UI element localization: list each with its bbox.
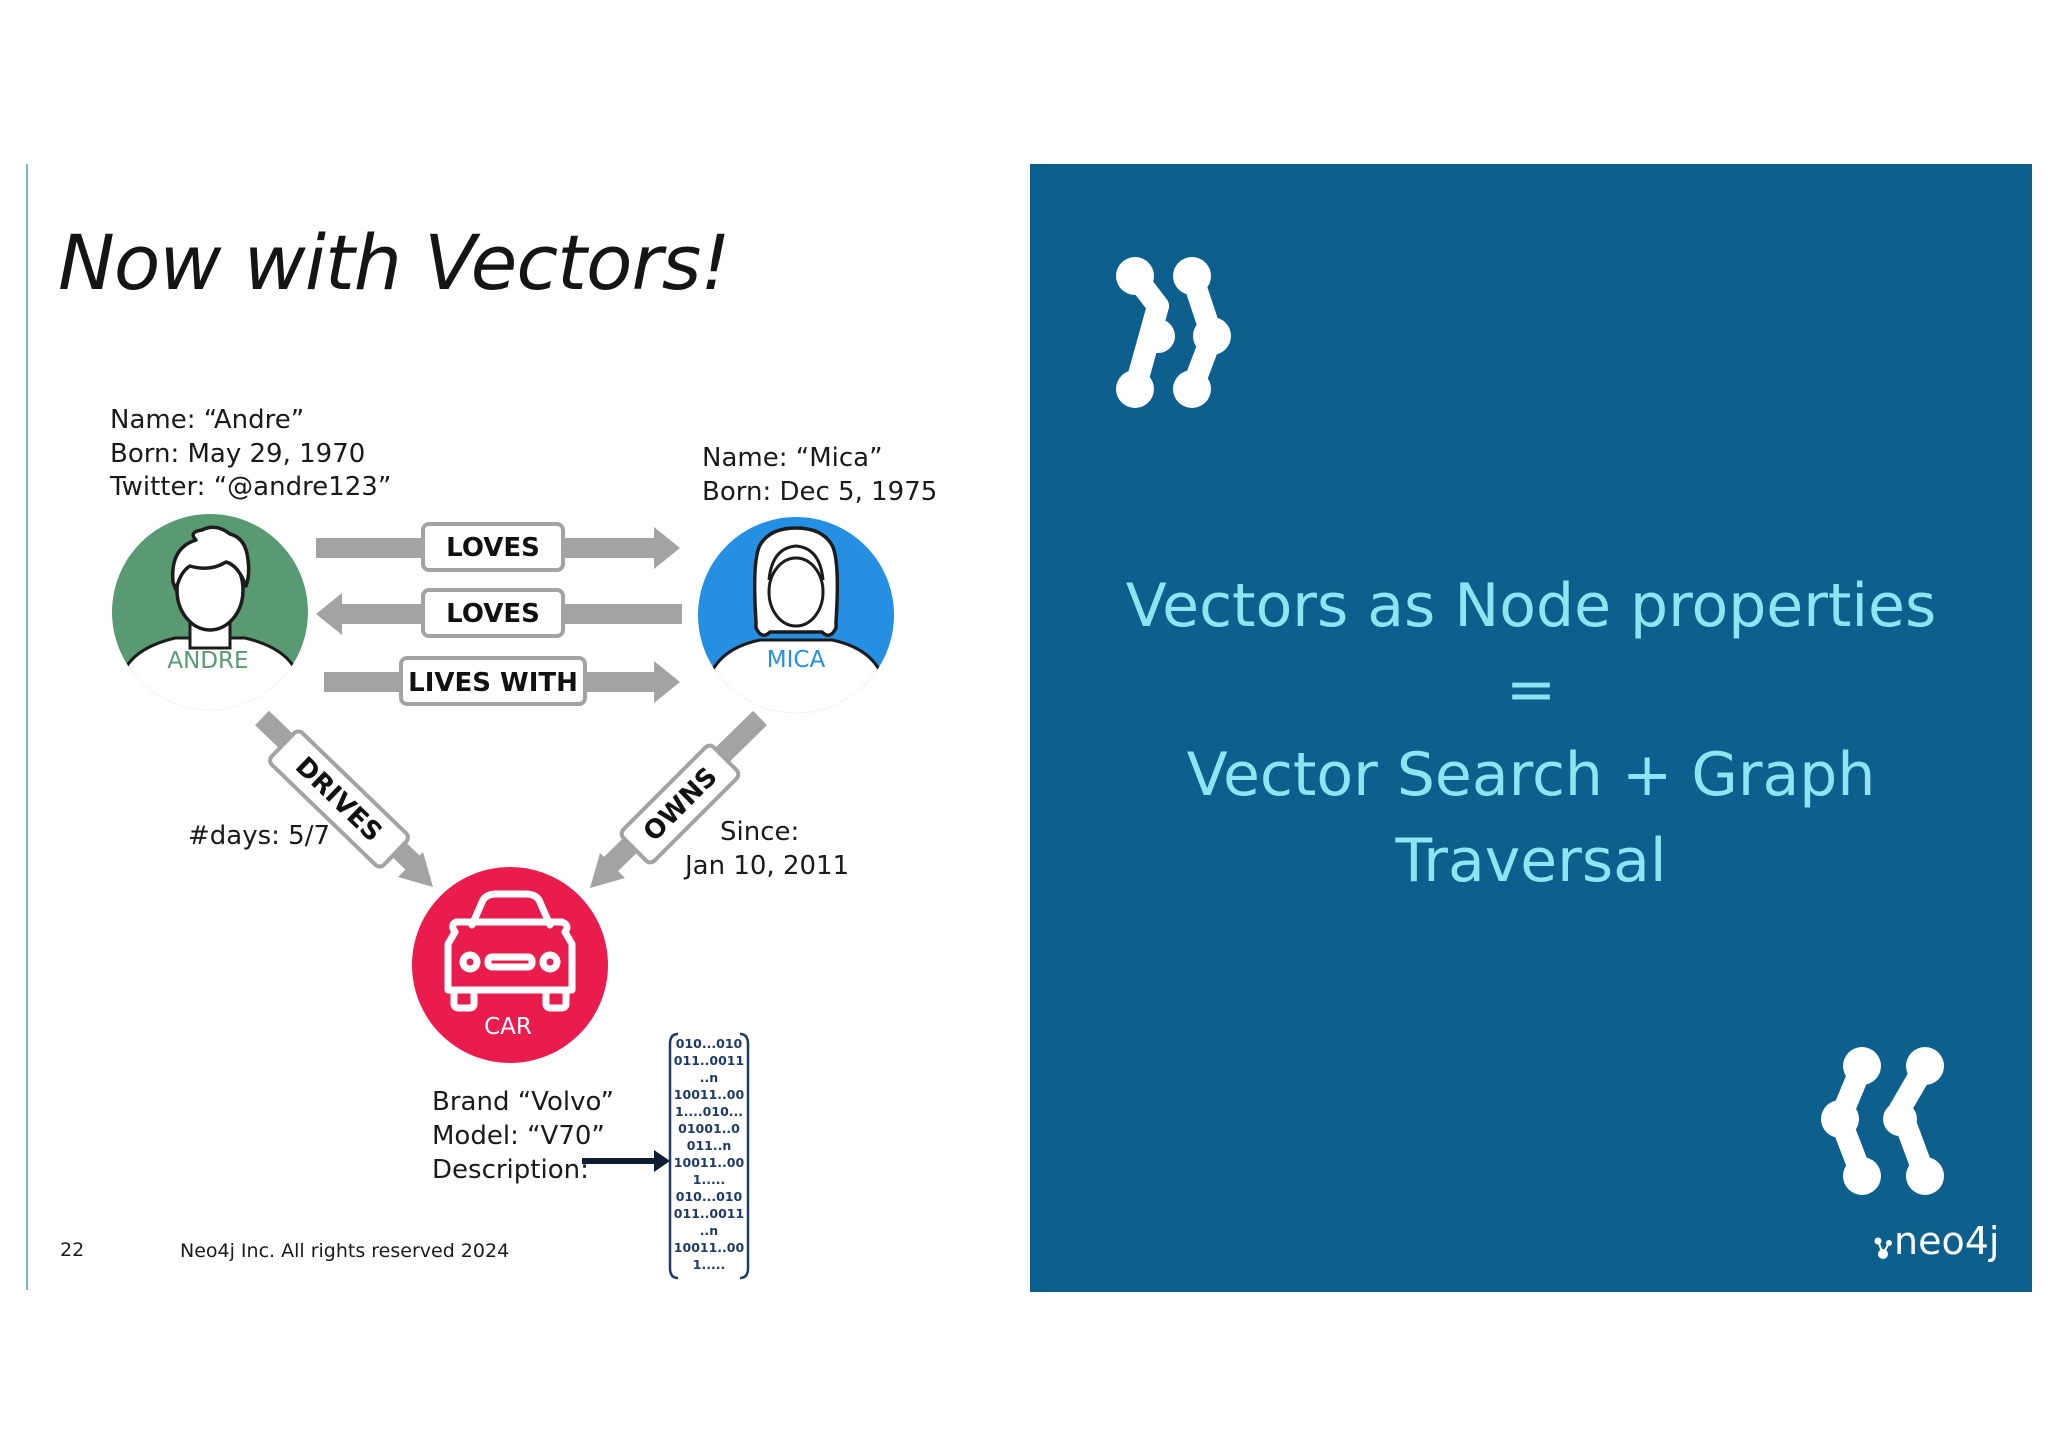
vector-value: ..n — [700, 1070, 718, 1085]
page-number: 22 — [60, 1239, 84, 1261]
car-icon — [444, 890, 576, 1012]
neo4j-wordmark: neo4j — [1894, 1219, 1999, 1263]
panel-message: Vectors as Node properties = Vector Sear… — [1030, 564, 2032, 904]
node-andre: ANDRE — [112, 514, 308, 710]
car-prop-brand: Brand “Volvo” — [432, 1087, 614, 1117]
rel-owns-box — [619, 743, 741, 865]
rel-lives-with-arrowhead — [654, 661, 680, 703]
panel-decoration: neo4j — [1116, 257, 1999, 1263]
neo4j-logo: neo4j — [1874, 1219, 1999, 1263]
vector-value: 1..... — [693, 1257, 725, 1272]
node-car: CAR — [412, 867, 608, 1063]
rel-loves-2-box — [421, 588, 565, 638]
rel-drives-box — [268, 729, 410, 869]
rel-loves-mica-to-andre: LOVES — [316, 588, 682, 638]
rel-loves-1-label: LOVES — [446, 533, 540, 563]
panel-line-3: Vector Search + Graph Traversal — [1186, 740, 1876, 896]
vector-value: 010...010 — [676, 1036, 743, 1051]
vector-panel: neo4j Vectors as Node properties = Vecto… — [1030, 164, 2032, 1292]
vector-bracket-right — [739, 1032, 750, 1280]
rel-owns-arrowhead — [590, 853, 625, 888]
description-to-vector-arrow — [582, 1150, 670, 1172]
car-prop-description: Description: — [432, 1155, 589, 1185]
panel-line-2: = — [1505, 655, 1557, 725]
drives-prop-days: #days: 5/7 — [188, 821, 330, 851]
vector-value: 010...010 — [676, 1189, 743, 1204]
vector-value: 01001..0 — [678, 1121, 740, 1136]
car-prop-model: Model: “V70” — [432, 1121, 605, 1151]
rel-loves-2-label: LOVES — [446, 599, 540, 629]
rel-lives-with-label: LIVES WITH — [408, 668, 578, 698]
vector-values: 010...010 011..0011 ..n 10011..00 1....010..… — [674, 1036, 745, 1272]
neo4j-mark-icon — [1874, 1237, 1892, 1259]
vector-value: ..n — [700, 1223, 718, 1238]
panel-line-1: Vectors as Node properties — [1125, 571, 1937, 641]
vector-value: 1..... — [693, 1172, 725, 1187]
vector-bracket-left — [668, 1032, 679, 1280]
rel-loves-2-arrowhead — [316, 593, 342, 635]
slide-title: Now with Vectors! — [58, 218, 731, 307]
rel-loves-1-box — [421, 522, 565, 572]
node-car-label: CAR — [484, 1014, 532, 1040]
andre-prop-name: Name: “Andre” — [110, 405, 304, 435]
mica-prop-born: Born: Dec 5, 1975 — [702, 477, 937, 507]
vector-value: 10011..00 — [674, 1155, 745, 1170]
node-andre-label: ANDRE — [167, 648, 248, 674]
rel-loves-1-arrowhead — [654, 527, 680, 569]
graph-diagram: Name: “Andre” Born: May 29, 1970 Twitter… — [60, 405, 937, 1280]
footer-copyright: Neo4j Inc. All rights reserved 2024 — [180, 1240, 509, 1262]
rel-drives-arrowhead — [398, 852, 433, 887]
andre-prop-twitter: Twitter: “@andre123” — [109, 472, 391, 502]
vector-value: 011..0011 — [674, 1053, 744, 1068]
vector-value: 10011..00 — [674, 1240, 745, 1255]
andre-prop-born: Born: May 29, 1970 — [110, 439, 365, 469]
mica-prop-name: Name: “Mica” — [702, 443, 883, 473]
vector-value: 10011..00 — [674, 1087, 745, 1102]
neo4j-graph-icon-top — [1116, 257, 1231, 408]
owns-prop-since: Since: — [720, 817, 799, 847]
rel-drives: DRIVES — [255, 710, 433, 887]
rel-loves-andre-to-mica: LOVES — [316, 522, 680, 572]
neo4j-graph-icon-bottom — [1821, 1047, 1944, 1195]
vector-value: 011..n — [687, 1138, 732, 1153]
owns-prop-date: Jan 10, 2011 — [683, 851, 849, 881]
slide-left-rule — [26, 164, 28, 1290]
rel-lives-with-box — [399, 656, 587, 706]
rel-lives-with: LIVES WITH — [324, 656, 680, 706]
embedding-vector: 010...010 011..0011 ..n 10011..00 1....010..… — [668, 1032, 750, 1280]
vector-value: 011..0011 — [674, 1206, 744, 1221]
node-mica-label: MICA — [767, 647, 826, 673]
node-mica: MICA — [698, 517, 894, 713]
vector-value: 1....010... — [675, 1104, 743, 1119]
